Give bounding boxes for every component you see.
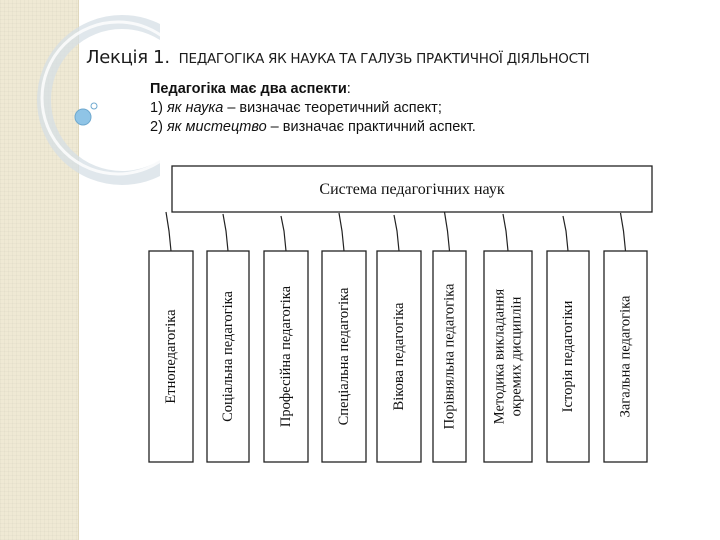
branch-group: Етнопедагогіка Соціальна педагогіка Профес… — [148, 211, 648, 463]
branch-connector — [338, 212, 345, 252]
branch-connector — [443, 211, 451, 252]
branch-connector — [222, 213, 229, 252]
branch-box — [376, 250, 422, 463]
branch-connector — [393, 214, 400, 252]
branch-box — [546, 250, 590, 463]
branch-box — [483, 250, 533, 463]
intro-line-1: Педагогіка має два аспекти: — [150, 80, 476, 99]
decorative-circles — [37, 15, 160, 185]
branch-label: окремих дисциплін — [509, 296, 525, 416]
title-topic: ПЕДАГОГІКА ЯК НАУКА ТА ГАЛУЗЬ ПРАКТИЧНОЇ… — [178, 51, 590, 67]
intro-line-2-term: як наука — [166, 100, 224, 116]
branch-connector — [280, 215, 287, 252]
intro-line-2-text: – визначає теоретичний аспект; — [227, 100, 442, 116]
intro-line-2-number: 1) — [150, 100, 163, 116]
intro-heading: Педагогіка має два аспекти — [150, 81, 347, 97]
intro-line-2: 1) як наука – визначає теоретичний аспек… — [150, 99, 476, 118]
intro-line-3-number: 2) — [150, 119, 163, 135]
branch-label: Порівняльна педагогіка — [442, 283, 458, 429]
branch-label: Спеціальна педагогіка — [336, 287, 352, 425]
branch-label: Загальна педагогіка — [618, 295, 634, 417]
branch-connector — [502, 213, 509, 252]
intro-line-3: 2) як мистецтво – визначає практичний ас… — [150, 118, 476, 137]
branch-label: Вікова педагогіка — [391, 302, 407, 410]
branch-box — [206, 250, 250, 463]
intro-line-3-text: – визначає практичний аспект. — [270, 119, 476, 135]
branch-box — [321, 250, 367, 463]
branch-connector — [619, 212, 627, 252]
branch-box — [263, 250, 309, 463]
branch-label: Соціальна педагогіка — [220, 291, 236, 422]
branch-connector — [562, 215, 569, 252]
intro-line-3-term: як мистецтво — [166, 119, 267, 135]
branch-label: Професійна педагогіка — [278, 285, 294, 427]
branch-box — [148, 250, 194, 463]
branch-connector — [165, 211, 172, 252]
branch-box — [603, 250, 648, 463]
title-lecture-number: Лекція 1. — [86, 47, 170, 68]
intro-text: Педагогіка має два аспекти: 1) як наука … — [150, 80, 476, 137]
root-label: Система педагогічних наук — [319, 181, 504, 198]
slide-title: Лекція 1. ПЕДАГОГІКА ЯК НАУКА ТА ГАЛУЗЬ … — [86, 34, 590, 71]
intro-heading-colon: : — [346, 81, 351, 97]
branch-label: Етнопедагогіка — [163, 309, 179, 404]
branch-label: Історія педагогіки — [560, 300, 576, 412]
branch-label: Методика викладання — [492, 288, 508, 424]
root-box — [171, 165, 653, 213]
branch-box — [432, 250, 467, 463]
